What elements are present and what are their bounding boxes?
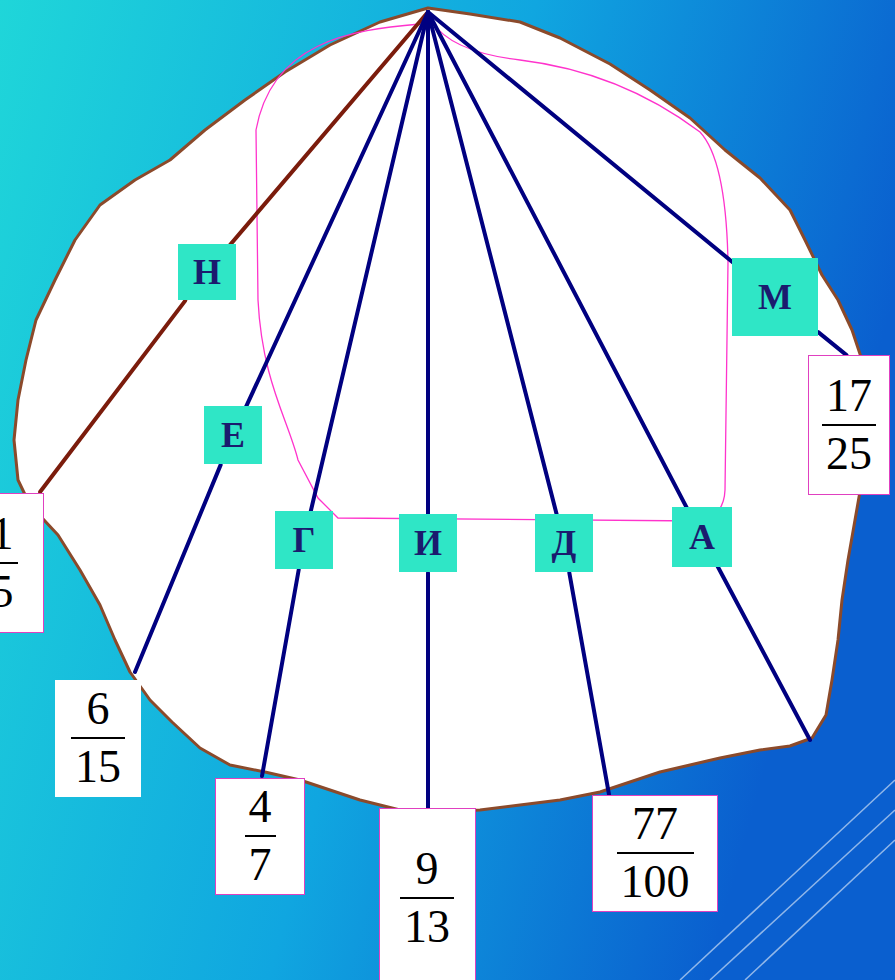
spoke-lines	[207, 12, 810, 740]
letter-box: Д	[535, 514, 593, 572]
fraction-bar	[400, 897, 454, 899]
letter-label: Д	[552, 525, 577, 561]
fraction-bar	[822, 424, 876, 426]
fraction-box: 913	[379, 808, 476, 980]
denominator: 100	[621, 858, 690, 906]
connector-line	[569, 573, 609, 796]
denominator: 13	[404, 903, 450, 951]
fraction-box: 15	[0, 493, 44, 633]
denominator: 15	[75, 743, 121, 791]
fraction-box: 1725	[808, 355, 890, 495]
letter-box: Н	[178, 244, 236, 300]
fraction-box: 77100	[592, 795, 718, 912]
denominator: 25	[826, 430, 872, 478]
connector-line	[818, 332, 846, 355]
letter-label: Г	[293, 522, 316, 558]
connector-line	[262, 570, 299, 776]
letter-box: Г	[275, 511, 333, 569]
fraction-bar	[0, 562, 18, 564]
letter-label: И	[414, 525, 442, 561]
fraction-box: 47	[215, 778, 305, 895]
connector-line	[40, 301, 185, 492]
shell-outline	[14, 8, 868, 812]
numerator: 1	[0, 510, 14, 558]
letter-label: М	[758, 279, 792, 315]
letter-box: Е	[204, 406, 262, 464]
letter-box: М	[732, 258, 818, 336]
connector-line	[135, 465, 221, 672]
letter-box: А	[672, 507, 732, 567]
letter-box: И	[399, 514, 457, 572]
denominator: 7	[249, 841, 272, 889]
denominator: 5	[0, 568, 14, 616]
fraction-bar	[617, 852, 694, 854]
letter-label: Е	[221, 417, 245, 453]
connector-line	[426, 573, 430, 809]
fraction-box: 615	[55, 680, 141, 797]
numerator: 9	[416, 845, 439, 893]
letter-label: А	[689, 519, 715, 555]
fraction-bar	[245, 835, 276, 837]
numerator: 77	[632, 800, 678, 848]
numerator: 17	[826, 372, 872, 420]
fraction-bar	[71, 737, 125, 739]
numerator: 6	[87, 685, 110, 733]
letter-label: Н	[193, 254, 221, 290]
numerator: 4	[249, 783, 272, 831]
